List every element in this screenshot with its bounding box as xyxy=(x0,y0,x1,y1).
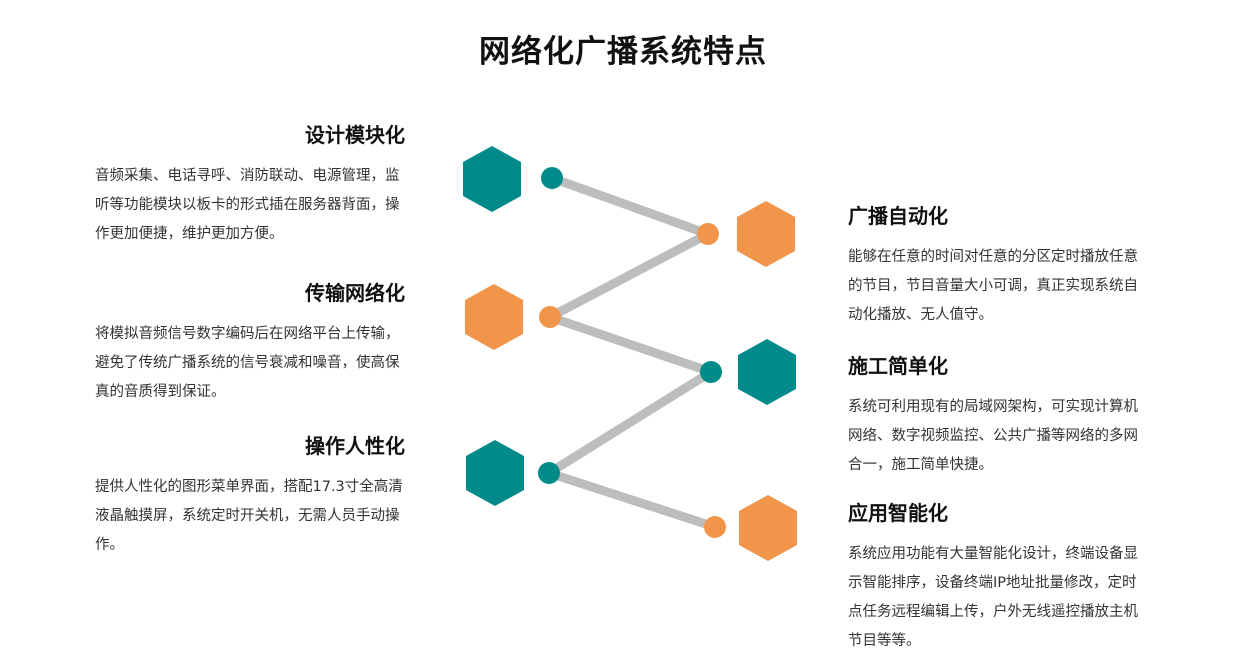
node-dot-teal xyxy=(541,167,563,189)
page-title: 网络化广播系统特点 xyxy=(479,34,767,70)
hexagon-teal-icon xyxy=(466,440,524,506)
node-dot-orange xyxy=(539,306,561,328)
feature-desc: 音频采集、电话寻呼、消防联动、电源管理，监听等功能模块以板卡的形式插在服务器背面… xyxy=(95,168,400,242)
connector-line xyxy=(544,468,720,532)
hexagon-orange-icon xyxy=(737,201,795,267)
feature-title: 施工简单化 xyxy=(848,354,948,378)
feature-construction-simple: 施工简单化 系统可利用现有的局域网架构，可实现计算机网络、数字视频监控、公共广播… xyxy=(848,353,1148,480)
feature-desc: 系统可利用现有的局域网架构，可实现计算机网络、数字视频监控、公共广播等网络的多网… xyxy=(848,399,1138,473)
feature-transmission-network: 传输网络化 将模拟音频信号数字编码后在网络平台上传输，避免了传统广播系统的信号衰… xyxy=(95,280,405,407)
feature-title: 设计模块化 xyxy=(305,123,405,147)
zigzag-diagram xyxy=(463,146,797,561)
hexagon-teal-icon xyxy=(738,339,796,405)
connector-line xyxy=(544,367,716,478)
node-dot-orange xyxy=(704,516,726,538)
connector-line xyxy=(545,229,713,322)
feature-title: 广播自动化 xyxy=(848,204,948,228)
hexagon-teal-icon xyxy=(463,146,521,212)
feature-desc: 系统应用功能有大量智能化设计，终端设备显示智能排序，设备终端IP地址批量修改，定… xyxy=(848,546,1138,649)
hexagon-orange-icon xyxy=(739,495,797,561)
node-dot-orange xyxy=(697,223,719,245)
connector-line xyxy=(545,312,716,377)
feature-desc: 提供人性化的图形菜单界面，搭配17.3寸全高清液晶触摸屏，系统定时开关机，无需人… xyxy=(95,479,403,553)
node-dot-teal xyxy=(538,462,560,484)
node-dot-teal xyxy=(700,361,722,383)
feature-title: 传输网络化 xyxy=(305,281,405,305)
feature-design-modular: 设计模块化 音频采集、电话寻呼、消防联动、电源管理，监听等功能模块以板卡的形式插… xyxy=(95,122,405,249)
feature-operation-humanized: 操作人性化 提供人性化的图形菜单界面，搭配17.3寸全高清液晶触摸屏，系统定时开… xyxy=(95,433,405,560)
feature-desc: 将模拟音频信号数字编码后在网络平台上传输，避免了传统广播系统的信号衰减和噪音，使… xyxy=(95,326,400,400)
connector-lines xyxy=(544,173,720,532)
hexagon-orange-icon xyxy=(465,284,523,350)
feature-title: 操作人性化 xyxy=(305,434,405,458)
feature-title: 应用智能化 xyxy=(848,501,948,525)
feature-broadcast-automation: 广播自动化 能够在任意的时间对任意的分区定时播放任意的节目，节目音量大小可调，真… xyxy=(848,203,1148,330)
feature-desc: 能够在任意的时间对任意的分区定时播放任意的节目，节目音量大小可调，真正实现系统自… xyxy=(848,249,1138,323)
connector-line xyxy=(547,173,713,239)
feature-application-intelligent: 应用智能化 系统应用功能有大量智能化设计，终端设备显示智能排序，设备终端IP地址… xyxy=(848,500,1148,656)
